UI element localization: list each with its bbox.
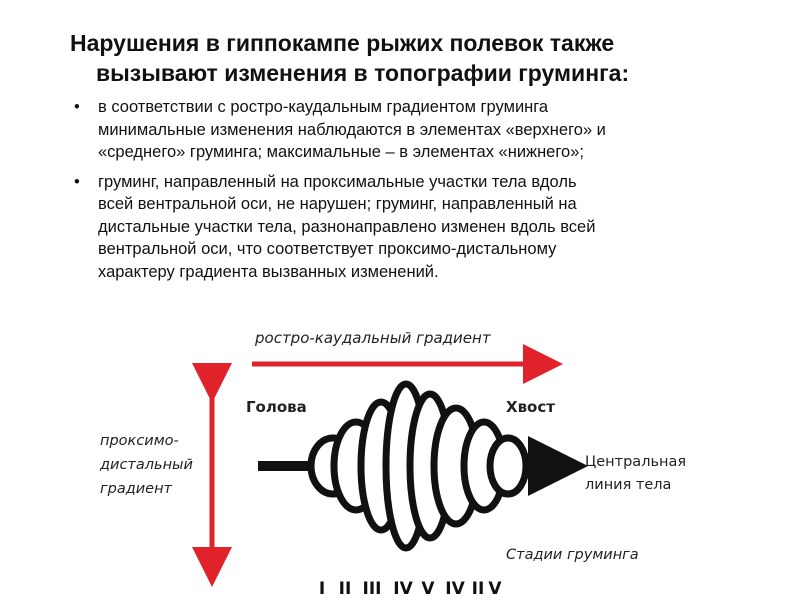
stage-oval-8 [486,434,530,498]
proximo-distal-label: проксимо- дистальный градиент [99,433,198,497]
slide-title-line-1: Нарушения в гиппокампе рыжих полевок так… [70,30,615,56]
bullet-item-proximo-distal: • груминг, направленный на проксимальные… [74,171,774,284]
bullet-marker: • [74,98,80,116]
stage-numeral: IV [393,579,413,599]
bullet-item-rostro-caudal: • в соответствии с ростро-каудальным гра… [74,96,774,164]
bullet-list: • в соответствии с ростро-каудальным гра… [74,96,774,290]
stage-numeral: II [472,579,485,599]
slide-title-line-2: вызывают изменения в топографии груминга… [96,60,630,86]
stage-numeral: IV [445,579,465,599]
stage-numeral: I [319,579,325,599]
proximo-distal-label-line-2: дистальный [99,457,193,473]
bullet-1-line-2: минимальные изменения наблюдаются в элем… [98,120,606,139]
tail-label: Хвост [506,398,555,416]
stage-numeral: III [363,579,382,599]
slide-title: Нарушения в гиппокампе рыжих полевок так… [70,28,760,88]
central-line-label: Центральная линия тела [585,454,691,493]
proximo-distal-label-line-1: проксимо- [100,433,179,449]
bullet-1-line-3: «среднего» груминга; максимальные – в эл… [98,143,584,161]
grooming-stages-label: Стадии груминга [506,547,639,563]
proximo-distal-label-line-3: градиент [100,481,173,497]
head-label: Голова [246,398,307,416]
stage-numerals: I II III IV V IV II V [319,579,503,599]
bullet-2-line-3: дистальные участки тела, разнонаправлено… [98,217,596,236]
bullet-marker: • [74,172,80,191]
grooming-stage-ovals [307,380,530,552]
central-line-label-line-1: Центральная [585,454,686,470]
bullet-2-line-2: всей вентральной оси, не нарушен; грумин… [98,195,577,213]
bullet-2-line-5: характеру градиента вызванных изменений. [98,262,439,281]
stage-numeral: V [488,579,502,599]
stage-numeral: V [421,579,435,599]
stage-numeral: II [339,579,352,599]
rostro-caudal-label: ростро-каудальный градиент [254,329,492,347]
central-line-label-line-2: линия тела [585,477,671,493]
bullet-2-line-1: груминг, направленный на проксимальные у… [98,172,577,191]
bullet-2-line-4: вентральной оси, что соответствует прокс… [98,240,557,258]
bullet-1-line-1: в соответствии с ростро-каудальным гради… [98,98,549,116]
